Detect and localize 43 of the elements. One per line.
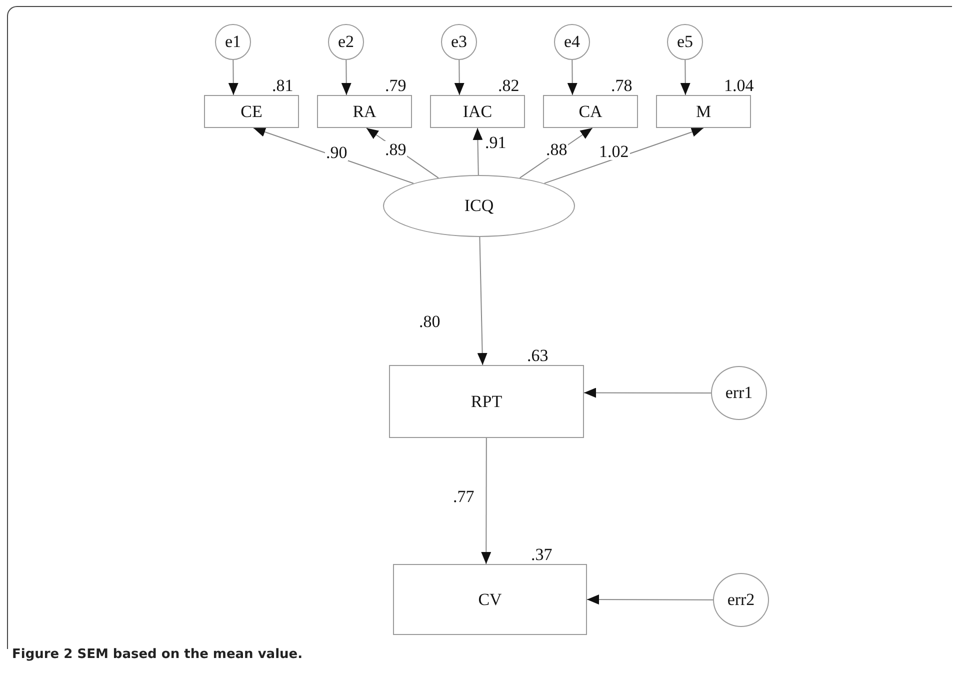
observed-variable-box: IAC: [430, 95, 525, 128]
variance-value: 1.04: [724, 77, 754, 94]
observed-variable-box: CE: [204, 95, 299, 128]
arrow: [481, 438, 492, 564]
arrow: [454, 60, 464, 96]
arrow: [472, 128, 483, 176]
edge-label: .80: [418, 313, 442, 330]
edge-label: .77: [452, 488, 476, 505]
edge-label: .89: [384, 141, 408, 158]
arrow: [228, 60, 238, 96]
observed-variable-box: RA: [317, 95, 412, 128]
arrow: [586, 594, 714, 605]
error-term-circle: err2: [713, 573, 769, 627]
error-term-circle: e1: [215, 24, 251, 60]
observed-variable-box: M: [656, 95, 751, 128]
error-term-circle: e2: [328, 24, 364, 60]
arrow: [680, 60, 690, 96]
error-term-circle: e3: [441, 24, 477, 60]
arrow: [341, 60, 352, 96]
arrow: [477, 236, 488, 366]
figure-caption: Figure 2 SEM based on the mean value.: [12, 647, 303, 662]
latent-variable-ellipse: ICQ: [383, 175, 575, 237]
variance-value: .63: [527, 347, 548, 364]
observed-variable-box: CA: [543, 95, 638, 128]
variance-value: .82: [498, 77, 520, 94]
error-term-circle: e4: [554, 24, 590, 60]
arrow: [252, 127, 414, 184]
edge-label: 1.02: [598, 143, 630, 160]
arrow: [544, 127, 704, 184]
error-term-circle: err1: [711, 366, 767, 420]
variance-value: .79: [385, 77, 406, 94]
arrow: [584, 388, 712, 398]
edge-label: .88: [545, 141, 568, 158]
error-term-circle: e5: [667, 24, 703, 60]
edge-label: .91: [484, 134, 508, 151]
edge-label: .90: [325, 144, 348, 161]
variance-value: .78: [611, 77, 632, 94]
observed-variable-box: RPT: [389, 365, 584, 438]
observed-variable-box: CV: [393, 564, 587, 635]
variance-value: .37: [531, 546, 552, 563]
variance-value: .81: [272, 77, 294, 94]
arrow: [366, 128, 439, 178]
arrow: [567, 60, 578, 96]
